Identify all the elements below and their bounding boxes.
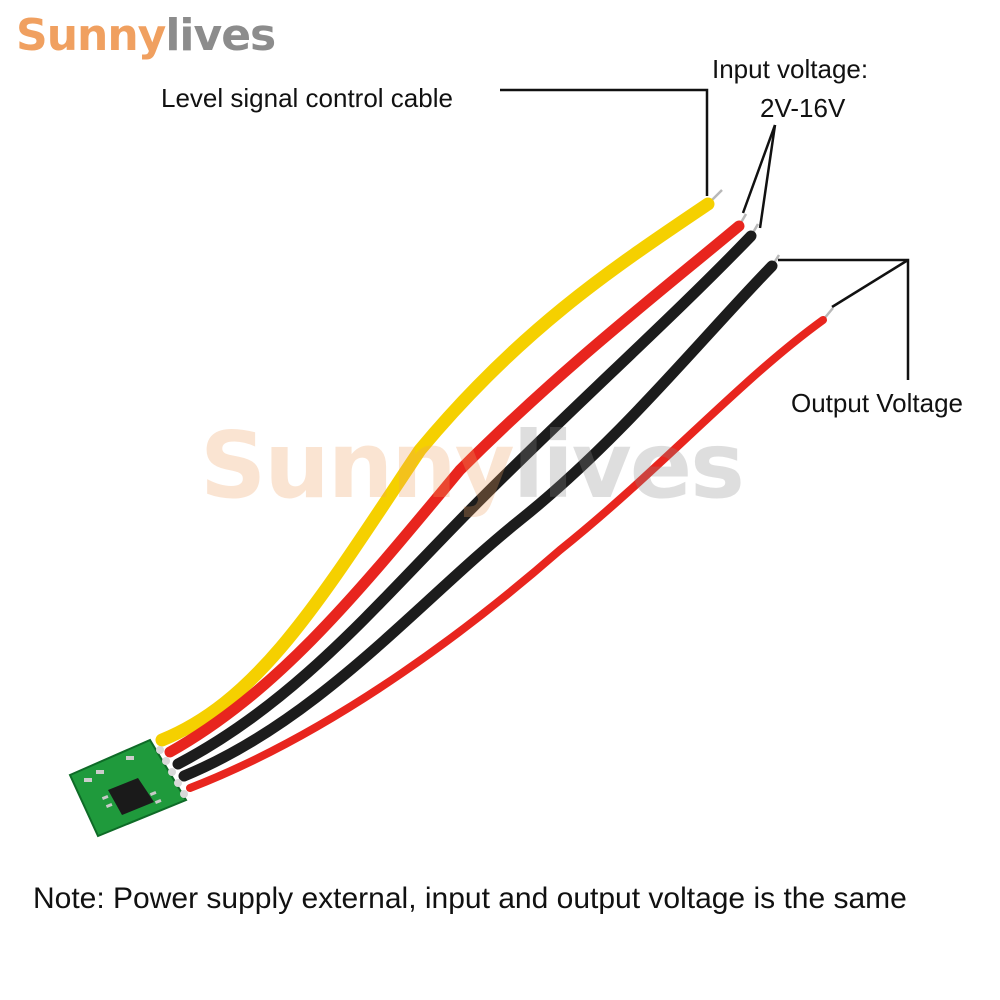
label-output-voltage: Output Voltage [791,388,964,418]
callout-lines [500,88,910,380]
pcb-components [84,756,134,782]
output-callout-top [778,258,910,380]
label-input-voltage: Input voltage: [712,54,869,84]
input-callout-a [741,124,777,214]
note-text: Note: Power supply external, input and o… [33,882,907,915]
brand-logo-part1: Sunny [16,10,166,61]
wire-yellow [155,197,715,747]
brand-logo-part2: lives [165,10,276,61]
label-input-range: 2V-16V [760,93,846,123]
solder-pads [156,746,188,798]
label-level-signal: Level signal control cable [161,83,453,113]
pcb-chip [108,778,154,815]
wire-black-input [172,230,757,770]
output-callout-b [831,258,909,309]
level-signal-callout [500,88,709,196]
chip-pins [101,790,162,808]
wire-black-output [178,260,778,782]
wire-red-output [186,316,827,792]
wire-red-input [164,220,745,758]
input-callout-b [758,124,777,229]
brand-logo: Sunnylives [16,14,276,58]
pcb-module [68,738,188,838]
